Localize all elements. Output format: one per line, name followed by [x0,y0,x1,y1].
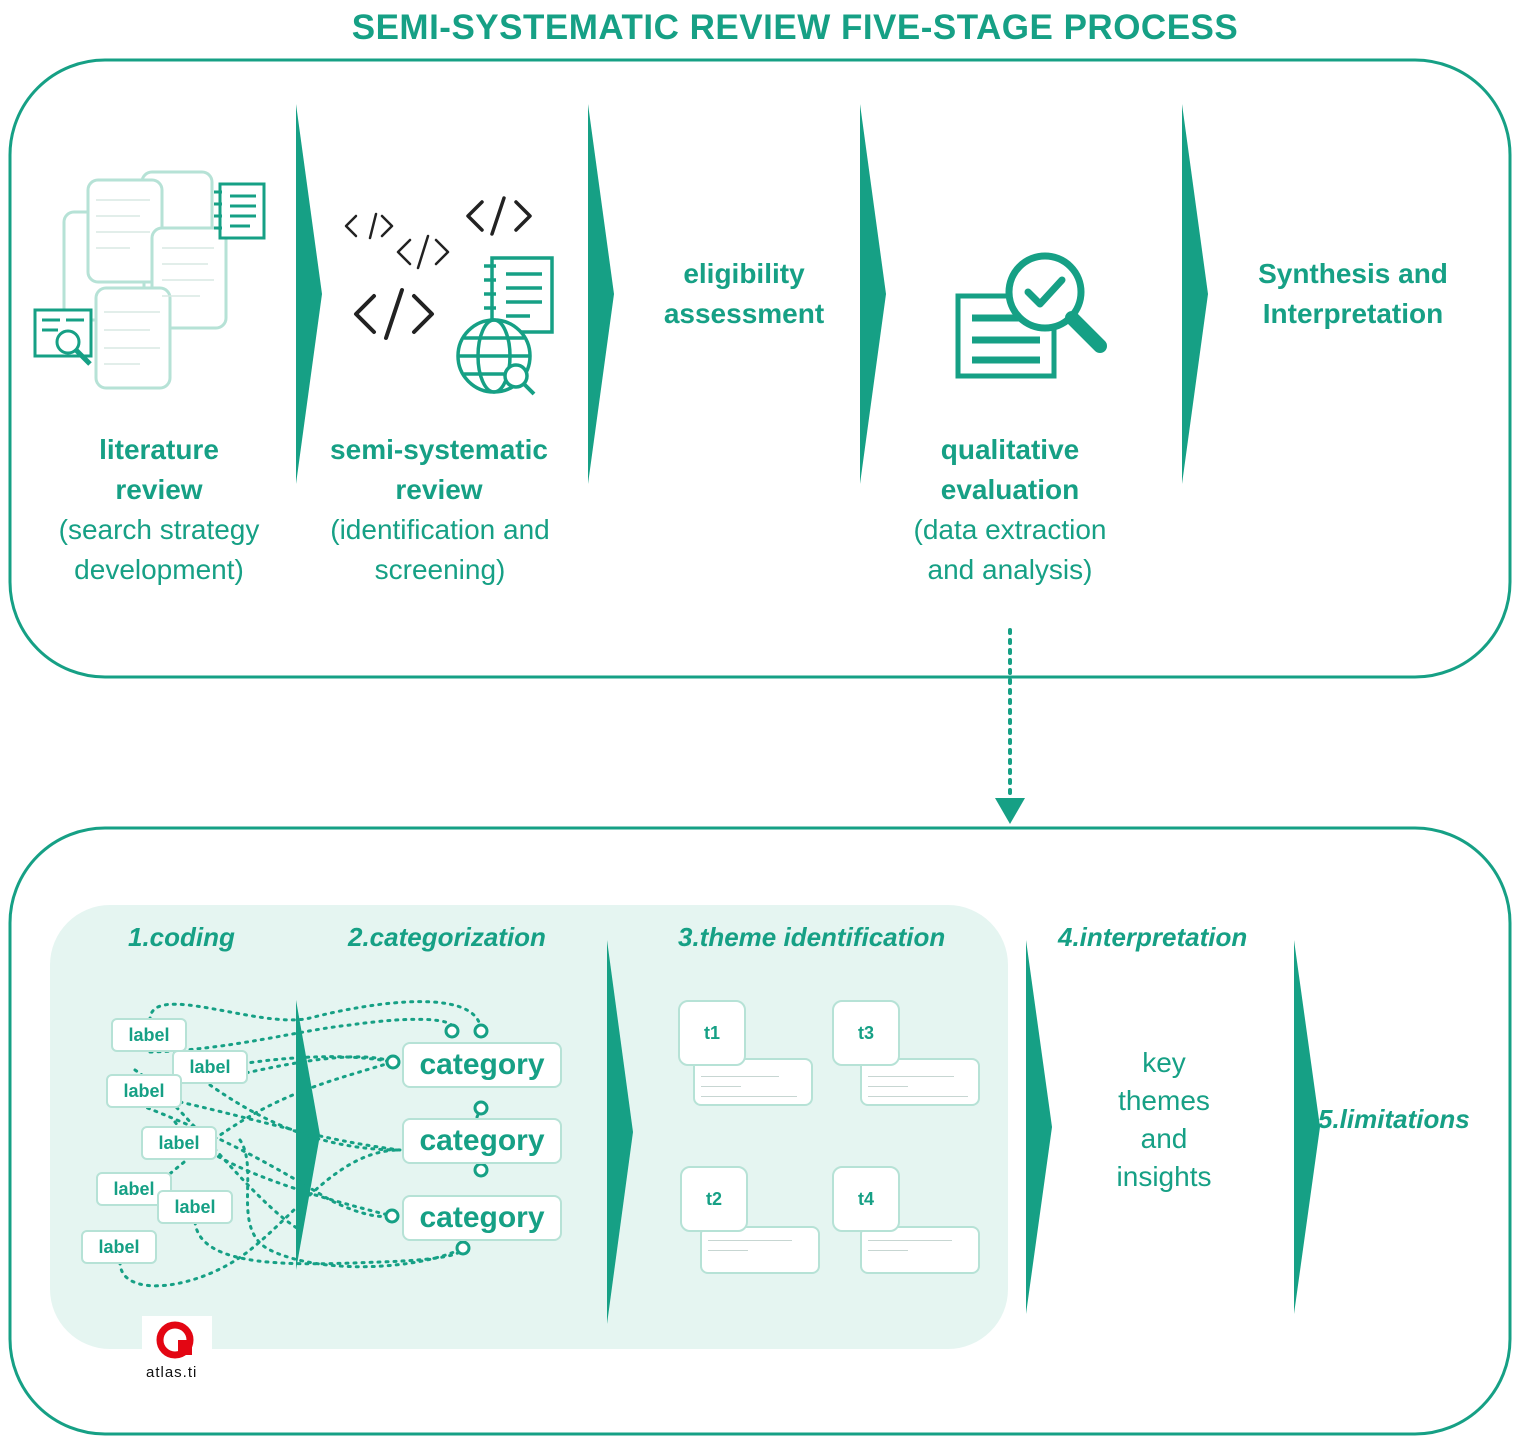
notebook-globe-icon [456,256,554,396]
atlas-ti-logo [142,1316,212,1380]
stage-4-subtitle: (data extraction and analysis) [913,514,1107,585]
bottom-chevron-1 [296,1000,320,1270]
top-chevron-3 [860,104,886,484]
stage-2-title: semi-systematic review [330,434,548,505]
stage-2-subtitle: (identification and screening) [330,514,550,585]
stage-4-title: qualitative evaluation [940,434,1080,505]
document-magnifier-icon [33,308,93,366]
connector-arrowhead [995,798,1025,824]
form-magnifier-check-icon [955,252,1107,379]
interpretation-text: key themes and insights [1116,1047,1212,1192]
bottom-panel [8,826,1512,1436]
code-label: label [157,1190,233,1224]
notebook-icon [214,182,266,240]
bottom-chevron-3 [1026,940,1052,1314]
connector-circles [384,1023,489,1256]
category-box: category [402,1195,562,1241]
atlas-ti-logo-text: atlas.ti [146,1364,198,1381]
theme-box: t1 [678,1000,746,1066]
documents-search-icon [62,170,228,390]
theme-card [693,1058,813,1106]
theme-box: t4 [832,1166,900,1232]
code-label: label [96,1172,172,1206]
theme-card [700,1226,820,1274]
code-globe-icon [344,196,532,340]
stage-1-subtitle: (search strategy development) [58,514,260,585]
theme-card [860,1058,980,1106]
theme-box: t3 [832,1000,900,1066]
category-box: category [402,1118,562,1164]
diagram-title: SEMI-SYSTEMATIC REVIEW FIVE-STAGE PROCES… [351,8,1239,47]
stage-1-title: literature review [99,434,219,505]
category-box: category [402,1042,562,1088]
bottom-chevron-2 [607,940,633,1324]
step-4-title: 4.interpretation [1058,922,1248,952]
top-chevron-4 [1182,104,1208,484]
top-chevron-2 [588,104,614,484]
step-2-title: 2.categorization [348,922,546,952]
step-3-title: 3.theme identification [678,922,946,952]
step-5-title: 5.limitations [1318,1104,1470,1134]
stage-5-title: Synthesis and Interpretation [1258,258,1448,329]
code-label: label [141,1126,217,1160]
code-label: label [111,1018,187,1052]
top-panel [8,58,1512,679]
theme-box: t2 [680,1166,748,1232]
step-1-title: 1.coding [128,922,235,952]
stage-3-title: eligibility assessment [663,258,825,329]
code-label: label [106,1074,182,1108]
code-label: label [81,1230,157,1264]
top-chevron-1 [296,104,322,484]
theme-card [860,1226,980,1274]
code-label: label [172,1050,248,1084]
bottom-chevron-4 [1294,940,1320,1314]
